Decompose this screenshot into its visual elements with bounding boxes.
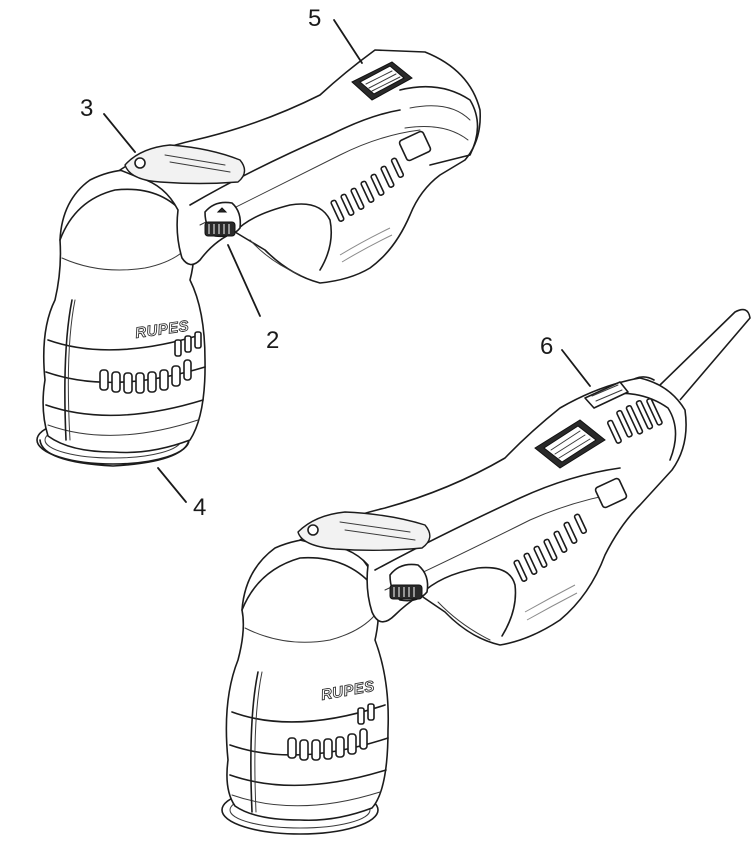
polisher-corded-view: RUPES (221, 308, 751, 835)
motor-housing: RUPES (42, 169, 206, 454)
speed-dial-bottom (389, 563, 429, 602)
callout-2: 2 (266, 327, 279, 354)
lock-on-lever-top (124, 144, 246, 185)
callout-3: 3 (80, 95, 93, 122)
leader-line-5 (333, 19, 363, 64)
rear-vents-corded (606, 397, 663, 444)
leader-line-6 (561, 349, 591, 387)
callouts: 5 3 2 4 6 (80, 5, 591, 521)
callout-4: 4 (193, 494, 206, 521)
polisher-battery-view: RUPES (36, 49, 482, 467)
vent-slots-housing-corded (287, 703, 375, 761)
motor-housing-corded: RUPES (225, 537, 390, 822)
power-switch-bottom (534, 381, 629, 469)
leader-line-3 (103, 113, 136, 153)
grip-vents-bottom (513, 513, 588, 582)
callout-6: 6 (540, 333, 553, 360)
callout-5: 5 (308, 5, 321, 32)
grip-vents-top (330, 157, 405, 222)
leader-line-4 (157, 467, 187, 503)
speed-dial-top (204, 201, 242, 238)
lock-on-lever-bottom (297, 511, 431, 551)
leader-line-2 (227, 244, 261, 317)
vent-slots-housing (99, 331, 202, 394)
power-switch-top (351, 61, 413, 101)
